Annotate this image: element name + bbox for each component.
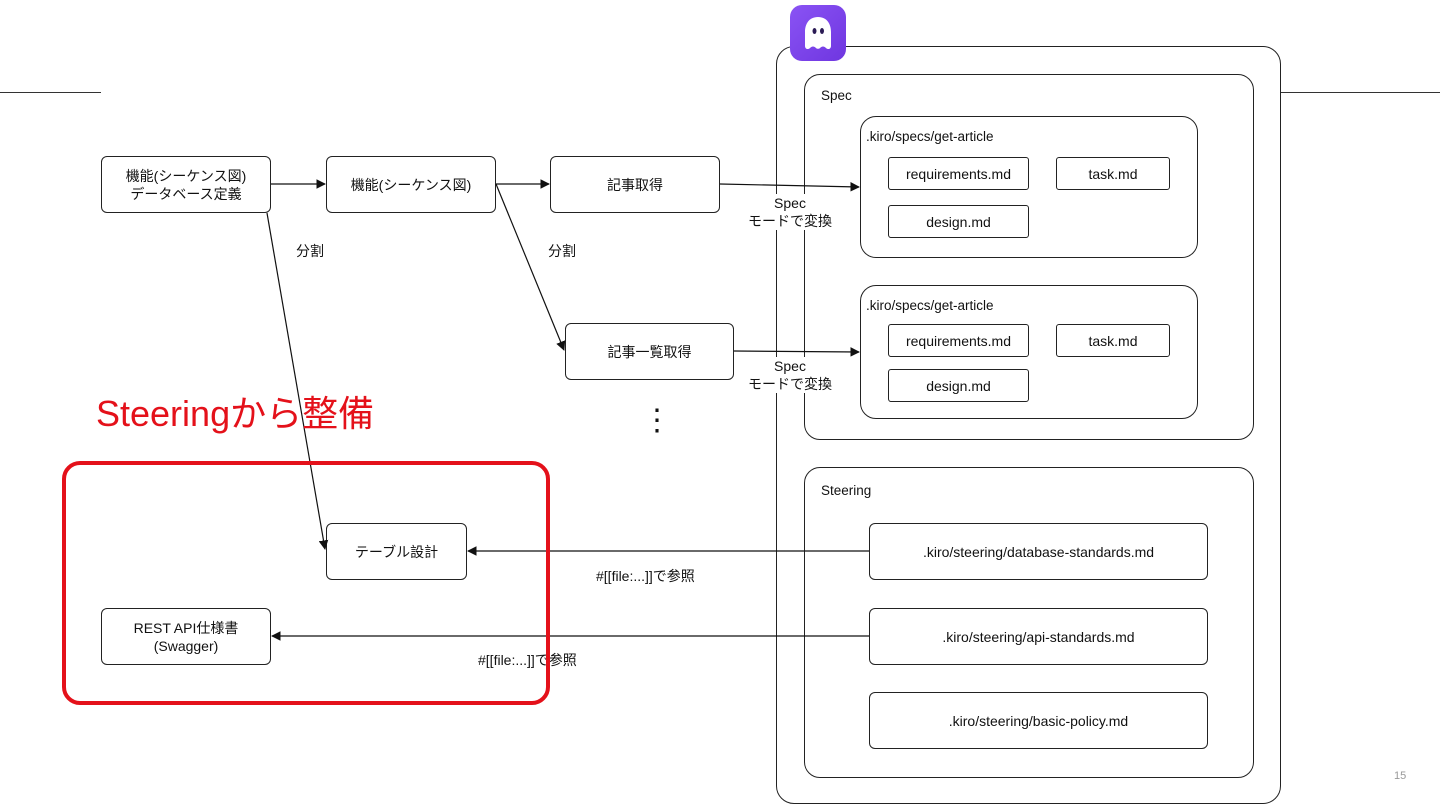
arrow-get-article-list-to-spec-2 — [733, 347, 860, 357]
arrow-get-article-to-spec-1 — [719, 182, 860, 192]
steering-file-basic-policy[interactable]: .kiro/steering/basic-policy.md — [869, 692, 1208, 749]
steering-file-database-standards[interactable]: .kiro/steering/database-standards.md — [869, 523, 1208, 580]
task-file-2[interactable]: task.md — [1056, 324, 1170, 357]
requirements-file-2[interactable]: requirements.md — [888, 324, 1029, 357]
spec-convert-label-1: Spec モードで変換 — [738, 194, 842, 230]
arrow-feature-to-get-article-list — [495, 183, 566, 351]
requirements-file-1[interactable]: requirements.md — [888, 157, 1029, 190]
design-file-1[interactable]: design.md — [888, 205, 1029, 238]
split-label-1: 分割 — [296, 243, 324, 259]
spec-section-title: Spec — [821, 88, 852, 103]
header-rule-right — [1280, 92, 1440, 93]
task-file-1[interactable]: task.md — [1056, 157, 1170, 190]
ghost-icon — [790, 5, 846, 61]
header-rule-left — [0, 92, 101, 93]
spec-convert-label-2: Spec モードで変換 — [738, 357, 842, 393]
steering-section-title: Steering — [821, 483, 872, 498]
continuation-dots: ⋮ — [642, 404, 672, 437]
design-file-2[interactable]: design.md — [888, 369, 1029, 402]
feature-sequence-box[interactable]: 機能(シーケンス図) — [326, 156, 496, 213]
steering-callout-title: Steeringから整備 — [96, 393, 375, 434]
reference-label-2: #[[file:...]]で参照 — [478, 652, 577, 668]
table-design-box[interactable]: テーブル設計 — [326, 523, 467, 580]
get-article-list-box[interactable]: 記事一覧取得 — [565, 323, 734, 380]
get-article-box[interactable]: 記事取得 — [550, 156, 720, 213]
feature-db-definition-box[interactable]: 機能(シーケンス図) データベース定義 — [101, 156, 271, 213]
arrow-db-to-table-design — [266, 212, 329, 550]
steering-highlight-frame — [62, 461, 550, 705]
reference-label-1: #[[file:...]]で参照 — [596, 568, 695, 584]
spec-group-2-path: .kiro/specs/get-article — [866, 298, 994, 313]
kiro-panel — [776, 46, 1281, 804]
steering-section — [804, 467, 1254, 778]
spec-group-2 — [860, 285, 1198, 419]
steering-file-api-standards[interactable]: .kiro/steering/api-standards.md — [869, 608, 1208, 665]
spec-group-1-path: .kiro/specs/get-article — [866, 129, 994, 144]
spec-group-1 — [860, 116, 1198, 258]
rest-api-spec-box[interactable]: REST API仕様書 (Swagger) — [101, 608, 271, 665]
page-number: 15 — [1394, 770, 1407, 782]
spec-section — [804, 74, 1254, 440]
split-label-2: 分割 — [548, 243, 576, 259]
